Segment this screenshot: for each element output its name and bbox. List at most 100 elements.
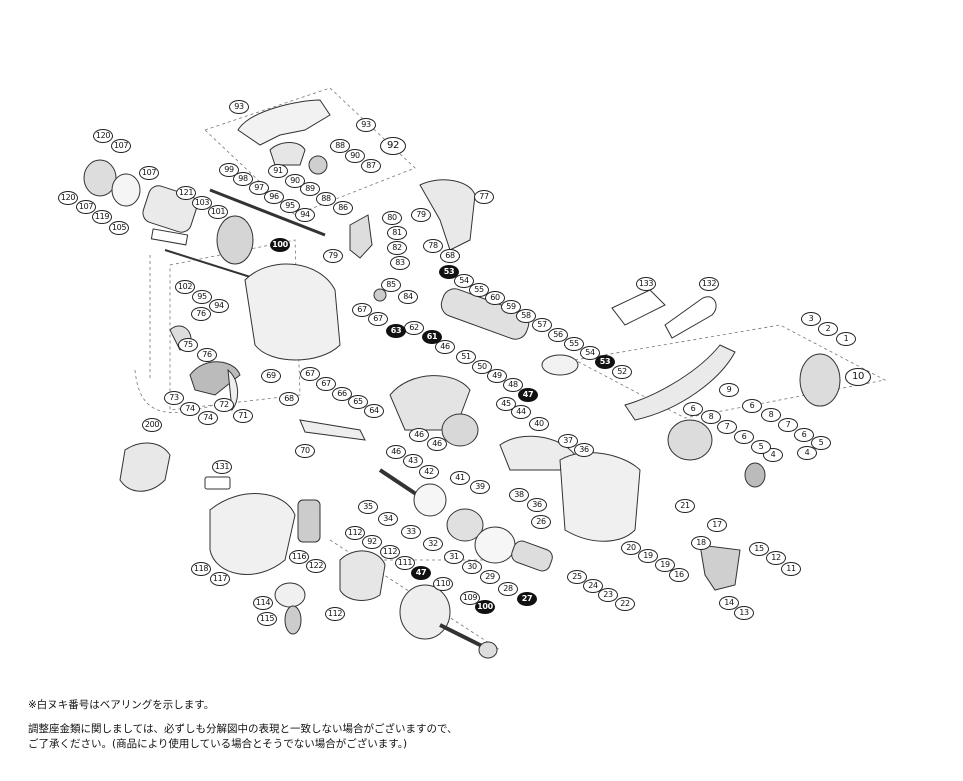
- callout-18: 18: [691, 536, 711, 550]
- exploded-diagram: 1 2 3 4 4 5 5 6 6 6 6 7 7 8 8 9 10 11 12…: [58, 87, 887, 659]
- brake-housing: [339, 550, 386, 601]
- callout-67: 67: [352, 303, 372, 317]
- thumb-rest: [189, 361, 241, 396]
- callout-101: 101: [208, 205, 228, 219]
- callout-78: 78: [423, 239, 443, 253]
- callout-73: 73: [164, 391, 184, 405]
- callout-103: 103: [192, 196, 212, 210]
- handle-knob-right: [799, 353, 841, 407]
- callout-74: 74: [180, 402, 200, 416]
- callout-36: 36: [574, 443, 594, 457]
- callout-23: 23: [598, 588, 618, 602]
- knob-115: [284, 605, 302, 635]
- callout-9: 9: [719, 383, 739, 397]
- callout-41: 41: [450, 471, 470, 485]
- level-wind-shaft: [209, 188, 326, 237]
- callout-46: 46: [427, 437, 447, 451]
- parts: [83, 99, 841, 659]
- callout-6: 6: [742, 399, 762, 413]
- callout-43: 43: [403, 454, 423, 468]
- callout-3: 3: [801, 312, 821, 326]
- callout-88: 88: [330, 139, 350, 153]
- callout-35: 35: [358, 500, 378, 514]
- callout-76: 76: [197, 348, 217, 362]
- callout-132: 132: [699, 277, 719, 291]
- tool-wrench: [611, 289, 666, 326]
- callout-7: 7: [717, 420, 737, 434]
- callout-97: 97: [249, 181, 269, 195]
- parts-drawing: [83, 87, 887, 659]
- callout-87: 87: [361, 159, 381, 173]
- callout-20: 20: [621, 541, 641, 555]
- cast-control: [297, 499, 321, 543]
- tool-spanner: [664, 296, 717, 339]
- main-gear: [441, 413, 479, 447]
- callout-92: 92: [380, 137, 406, 155]
- callout-89: 89: [300, 182, 320, 196]
- brake-cover: [83, 159, 117, 197]
- callout-48: 48: [503, 378, 523, 392]
- diagram-notes: ※白ヌキ番号はベアリングを示します。 調整座金類に関しましては、必ずしも分解図中…: [28, 698, 928, 752]
- level-wind-cover: [237, 99, 331, 146]
- callout-67: 67: [316, 377, 336, 391]
- callout-44: 44: [511, 405, 531, 419]
- callout-79: 79: [323, 249, 343, 263]
- callout-131: 131: [212, 460, 232, 474]
- callout-88: 88: [316, 192, 336, 206]
- callout-39: 39: [470, 480, 490, 494]
- knob-cap: [744, 462, 766, 488]
- callout-33: 33: [401, 525, 421, 539]
- level-wind-bracket: [269, 142, 306, 166]
- callout-98: 98: [233, 172, 253, 186]
- callout-46: 46: [435, 340, 455, 354]
- callout-30: 30: [462, 560, 482, 574]
- clutch-spring: [373, 288, 387, 302]
- callout-68: 68: [440, 249, 460, 263]
- brake-rotor: [216, 215, 254, 265]
- click-plate: [299, 419, 366, 441]
- callout-115: 115: [257, 612, 277, 626]
- callout-55: 55: [564, 337, 584, 351]
- side-plate-left: [209, 493, 296, 575]
- group-92-outline: [204, 87, 416, 216]
- callout-114: 114: [253, 596, 273, 610]
- callout-110: 110: [433, 577, 453, 591]
- callout-120: 120: [58, 191, 78, 205]
- callout-107: 107: [76, 200, 96, 214]
- callout-121: 121: [176, 186, 196, 200]
- callout-38: 38: [509, 488, 529, 502]
- callout-8: 8: [761, 408, 781, 422]
- callout-51: 51: [456, 350, 476, 364]
- callout-72: 72: [214, 398, 234, 412]
- callout-112: 112: [325, 607, 345, 621]
- handle-arm: [624, 344, 736, 421]
- callout-57: 57: [532, 318, 552, 332]
- callout-labels: 1 2 3 4 4 5 5 6 6 6 6 7 7 8 8 9 10 11 12…: [58, 100, 871, 626]
- callout-64: 64: [364, 404, 384, 418]
- main-frame: [244, 263, 341, 361]
- callout-100: 100: [270, 238, 290, 252]
- callout-86: 86: [333, 201, 353, 215]
- callout-107: 107: [139, 166, 159, 180]
- callout-19: 19: [638, 549, 658, 563]
- callout-94: 94: [295, 208, 315, 222]
- clutch-cover: [419, 179, 476, 251]
- callout-91: 91: [268, 164, 288, 178]
- callout-60: 60: [485, 291, 505, 305]
- callout-75: 75: [178, 338, 198, 352]
- callout-21: 21: [675, 499, 695, 513]
- callout-11: 11: [781, 562, 801, 576]
- callout-65: 65: [348, 395, 368, 409]
- callout-105: 105: [109, 221, 129, 235]
- callout-67: 67: [300, 367, 320, 381]
- callout-26: 26: [531, 515, 551, 529]
- callout-84: 84: [398, 290, 418, 304]
- drive-gear: [446, 508, 484, 542]
- callout-29: 29: [480, 570, 500, 584]
- callout-24: 24: [583, 579, 603, 593]
- callout-107: 107: [111, 139, 131, 153]
- ratchet-sleeve: [511, 540, 553, 572]
- star-drag-gear: [413, 483, 447, 517]
- callout-46: 46: [409, 428, 429, 442]
- callout-117: 117: [210, 572, 230, 586]
